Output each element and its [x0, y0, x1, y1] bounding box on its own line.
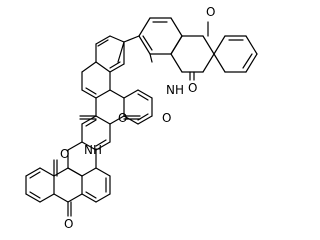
oxygen-label-central-left: O	[118, 111, 127, 125]
oxygen-label-top-right-lower: O	[188, 81, 197, 95]
ring-bottom-left-benzo	[25, 167, 55, 203]
ring-bottom-left-benzo2	[81, 115, 111, 151]
nh-label-top: NH	[166, 83, 184, 97]
ring-top-right-inner	[138, 17, 183, 55]
oxygen-label-bottom-left-upper: O	[60, 147, 69, 161]
oxygen-label-top-right-upper: O	[206, 5, 215, 19]
ring-top-right-pyrrole	[117, 35, 153, 63]
oxygen-label-bottom-left-lower: O	[64, 217, 73, 231]
chemical-structure-diagram: O O NH O O O NH O	[25, 5, 258, 231]
oxygen-label-central-right: O	[162, 111, 171, 125]
ring-top-right-quinone	[170, 21, 215, 81]
ring-bottom-left-quinone	[53, 159, 83, 217]
ring-central-quinone	[79, 89, 141, 125]
ring-top-right-benzo	[213, 35, 258, 73]
nh-label-bottom: NH	[84, 143, 102, 157]
ring-top-right-benzo2	[95, 35, 125, 73]
ring-bottom-left-inner	[81, 167, 111, 203]
molecule-drawing: O O NH O O O NH O	[25, 5, 258, 231]
ring-central-right	[123, 89, 153, 125]
ring-central-left	[81, 61, 111, 99]
